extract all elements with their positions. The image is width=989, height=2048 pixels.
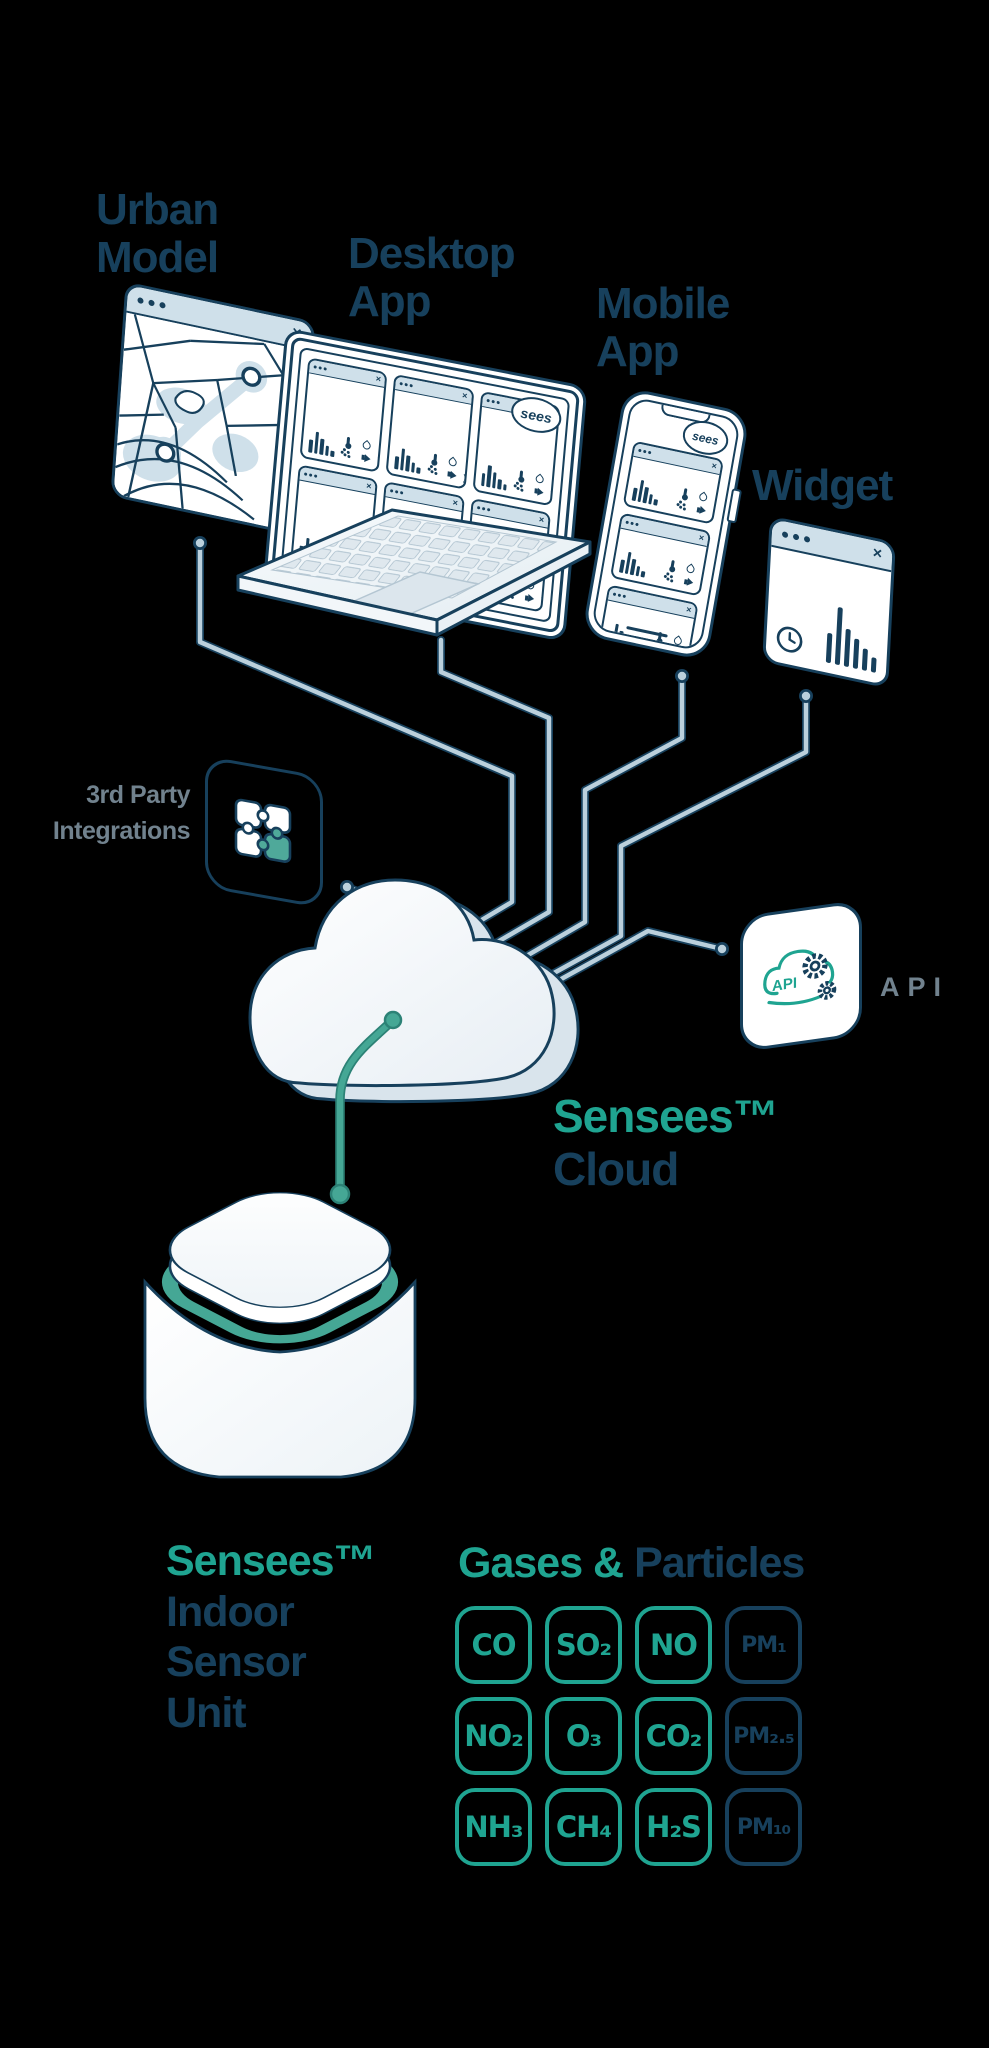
chip-pm10: PM₁₀ (725, 1788, 802, 1866)
map-marker-icon (155, 442, 176, 463)
chip-co: CO (455, 1606, 532, 1684)
chip-co2: CO₂ (635, 1697, 712, 1775)
urban-model-window: × (110, 281, 316, 537)
chip-so2: SO₂ (545, 1606, 622, 1684)
sensor-lid (168, 1192, 392, 1308)
chip-o3: O₃ (545, 1697, 622, 1775)
line-api (541, 927, 726, 992)
chip-pm25: PM₂.₅ (725, 1697, 802, 1775)
widget-heading: Widget (752, 461, 893, 510)
clock-icon (776, 626, 803, 653)
api-label: API (880, 972, 950, 1002)
api-cloud-icon: API (763, 949, 837, 1006)
widget-window: × (762, 515, 896, 689)
line-widget (512, 692, 810, 998)
line-urban-model (196, 539, 516, 944)
cloud-heading: Sensees™ Cloud (553, 1090, 779, 1196)
indoor-sensor-unit (143, 1192, 417, 1479)
map-marker-icon (241, 366, 262, 387)
third-party-tile (205, 755, 323, 909)
sensor-unit-heading: Sensees™ Indoor Sensor Unit (166, 1537, 377, 1738)
puzzle-icon (234, 798, 292, 863)
gas-particle-grid: CO SO₂ NO PM₁ NO₂ O₃ CO₂ PM₂.₅ NH₃ CH₄ H… (455, 1606, 802, 1866)
chip-nh3: NH₃ (455, 1788, 532, 1866)
urban-model-heading: Urban Model (96, 185, 219, 282)
chip-no: NO (635, 1606, 712, 1684)
third-party-label: 3rd Party Integrations (52, 781, 191, 845)
api-badge-text: API (772, 975, 797, 995)
city-map-icon (114, 314, 310, 521)
chip-h2s: H₂S (635, 1788, 712, 1866)
gears-icon (802, 953, 837, 1000)
mobile-app-heading: Mobile App (596, 279, 730, 376)
line-mobile-app (488, 672, 686, 980)
gases-particles-heading: Gases & Particles (458, 1539, 805, 1587)
chip-pm1: PM₁ (725, 1606, 802, 1684)
map-illustration (113, 312, 311, 533)
cloud-3d (248, 878, 580, 1104)
chip-ch4: CH₄ (545, 1788, 622, 1866)
line-endpoint-dots (193, 536, 813, 956)
desktop-app-heading: Desktop App (348, 229, 516, 326)
api-tile: API (740, 899, 862, 1053)
chip-no2: NO₂ (455, 1697, 532, 1775)
widget-content (765, 547, 891, 685)
line-desktop-app (437, 636, 553, 962)
